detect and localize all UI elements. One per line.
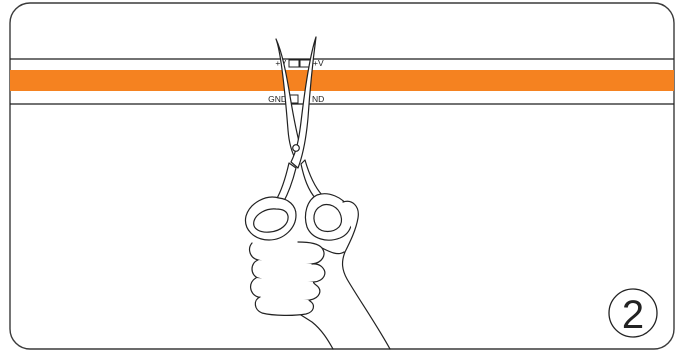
label-gnd-right: ND [312,94,324,104]
hand-icon [248,200,391,350]
led-strip [10,58,674,105]
label-gnd-left: GND [268,94,287,104]
label-plus-v-right: +V [313,58,324,68]
step-badge: 2 [608,288,658,338]
finger-little [254,296,315,316]
step-number: 2 [622,293,644,337]
scissors-pivot [292,144,300,152]
panel-frame [9,2,675,350]
led-strip-orange-band [10,70,674,91]
solder-pad-plus-left [288,59,300,68]
scissors-icon [244,36,353,241]
